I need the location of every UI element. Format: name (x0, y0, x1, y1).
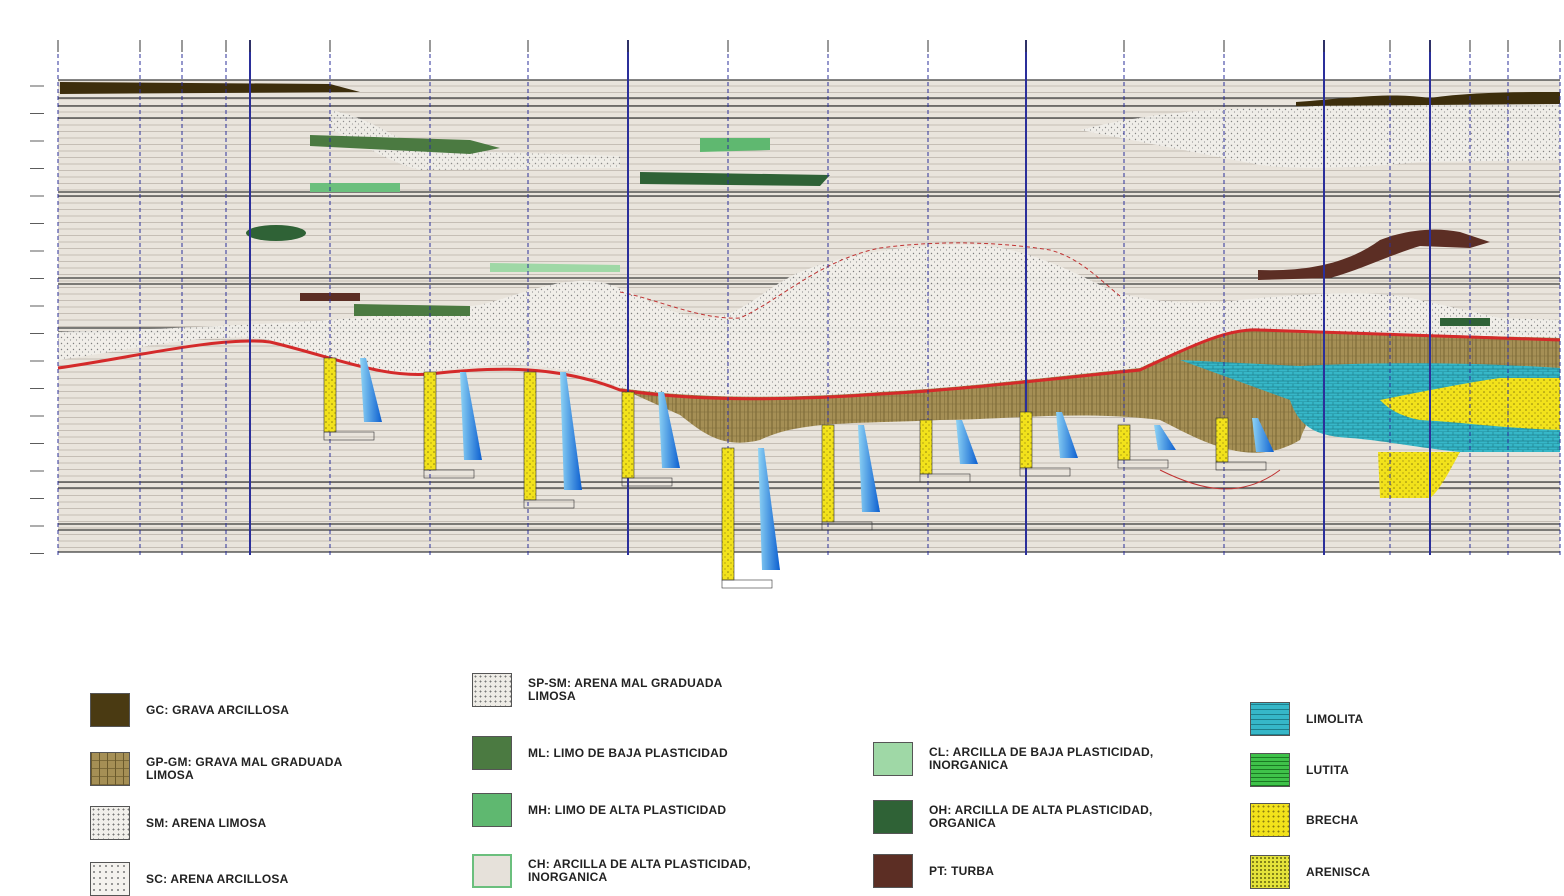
borehole-column (621, 391, 635, 479)
borehole-table (1215, 461, 1267, 471)
sm-swatch (90, 806, 130, 840)
legend-label: CL: ARCILLA DE BAJA PLASTICIDAD, INORGAN… (929, 745, 1154, 772)
legend-label: SP-SM: ARENA MAL GRADUADA LIMOSA (528, 676, 723, 703)
legend-item-ml: ML: LIMO DE BAJA PLASTICIDAD (472, 736, 728, 770)
legend-item-ch: CH: ARCILLA DE ALTA PLASTICIDAD, INORGAN… (472, 854, 751, 888)
sandy-layer (58, 244, 1560, 397)
legend-item-brecha: BRECHA (1250, 803, 1359, 837)
spt-graph (460, 372, 482, 460)
contact-line-dashed-2 (1159, 469, 1281, 490)
legend-label: PT: TURBA (929, 863, 995, 878)
spt-graph (758, 448, 780, 570)
borehole-column (423, 371, 437, 471)
legend-label: MH: LIMO DE ALTA PLASTICIDAD (528, 802, 727, 817)
upper-sandy-wedge (330, 110, 620, 170)
borehole-column (523, 371, 537, 501)
ml-swatch (472, 736, 512, 770)
arenisca-swatch (1250, 855, 1290, 889)
borehole-column (919, 419, 933, 475)
spt-graph (1056, 412, 1078, 458)
legend-item-mh: MH: LIMO DE ALTA PLASTICIDAD (472, 793, 726, 827)
gp-gm-swatch (90, 752, 130, 786)
legend-label: SM: ARENA LIMOSA (146, 815, 267, 830)
spt-graph (560, 372, 582, 490)
borehole-table (1019, 467, 1071, 477)
borehole-column (821, 424, 835, 523)
contact-line (57, 328, 1561, 401)
borehole-column (1019, 411, 1033, 469)
limolita-body (1180, 360, 1560, 452)
limolita-swatch (1250, 702, 1290, 736)
contact-line-dashed (619, 242, 1121, 319)
legend-label: ARENISCA (1306, 864, 1371, 879)
mh-swatch (472, 793, 512, 827)
arenisca-body (1378, 452, 1460, 498)
cl-swatch (873, 742, 913, 776)
oh-swatch (873, 800, 913, 834)
borehole-table (423, 469, 475, 479)
legend-item-sp-sm: SP-SM: ARENA MAL GRADUADA LIMOSA (472, 673, 723, 707)
soil-lenses (60, 82, 1560, 326)
geotechnical-profile (30, 40, 1561, 589)
legend-label: LUTITA (1306, 762, 1349, 777)
pt-swatch (873, 854, 913, 888)
gc-swatch (90, 693, 130, 727)
spt-graph (956, 420, 978, 464)
legend-item-lutita: LUTITA (1250, 753, 1349, 787)
sp-sm-swatch (472, 673, 512, 707)
upper-sandy-band (1080, 100, 1560, 168)
legend-label: BRECHA (1306, 812, 1359, 827)
legend: GC: GRAVA ARCILLOSA GP-GM: GRAVA MAL GRA… (0, 640, 1564, 896)
borehole-table (1117, 459, 1169, 469)
legend-item-gp-gm: GP-GM: GRAVA MAL GRADUADA LIMOSA (90, 752, 343, 786)
legend-label: SC: ARENA ARCILLOSA (146, 871, 289, 886)
legend-label: LIMOLITA (1306, 711, 1364, 726)
legend-label: GP-GM: GRAVA MAL GRADUADA LIMOSA (146, 755, 343, 782)
spt-graph (658, 392, 680, 468)
legend-item-arenisca: ARENISCA (1250, 855, 1370, 889)
legend-item-gc: GC: GRAVA ARCILLOSA (90, 693, 289, 727)
legend-item-sm: SM: ARENA LIMOSA (90, 806, 266, 840)
brecha-swatch (1250, 803, 1290, 837)
spt-graph (1252, 418, 1274, 452)
legend-label: CH: ARCILLA DE ALTA PLASTICIDAD, INORGAN… (528, 857, 751, 884)
legend-item-limolita: LIMOLITA (1250, 702, 1363, 736)
spt-graph (858, 425, 880, 512)
borehole-column (1215, 417, 1229, 463)
lutita-swatch (1250, 753, 1290, 787)
borehole-column (721, 447, 735, 581)
legend-label: OH: ARCILLA DE ALTA PLASTICIDAD, ORGANIC… (929, 803, 1153, 830)
borehole-column (323, 357, 337, 433)
borehole-table (323, 431, 375, 441)
sc-swatch (90, 862, 130, 896)
spt-graph (360, 358, 382, 422)
legend-item-cl: CL: ARCILLA DE BAJA PLASTICIDAD, INORGAN… (873, 742, 1153, 776)
ch-swatch (472, 854, 512, 888)
legend-item-pt: PT: TURBA (873, 854, 994, 888)
borehole-table (523, 499, 575, 509)
borehole-table (821, 521, 873, 531)
borehole-table (721, 579, 773, 589)
borehole-table (919, 473, 971, 483)
spt-graph (1154, 425, 1176, 450)
legend-item-sc: SC: ARENA ARCILLOSA (90, 862, 288, 896)
borehole-column (1117, 424, 1131, 461)
legend-item-oh: OH: ARCILLA DE ALTA PLASTICIDAD, ORGANIC… (873, 800, 1153, 834)
legend-label: GC: GRAVA ARCILLOSA (146, 702, 290, 717)
legend-label: ML: LIMO DE BAJA PLASTICIDAD (528, 745, 728, 760)
borehole-table (621, 477, 673, 487)
